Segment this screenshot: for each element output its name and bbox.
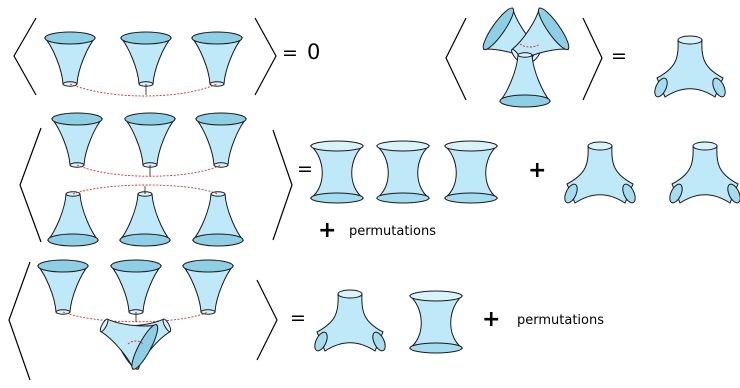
equals-sign: = [611,45,627,67]
three-holed-sphere [561,141,639,206]
connector-line [519,43,541,48]
angle-bracket-left [8,261,31,381]
angle-bracket-left [445,17,467,101]
inverted-trumpet-surface [192,191,244,247]
trumpet-surface [44,31,96,87]
trumpet-surface [182,259,234,315]
inverted-trumpet-surface [119,191,171,247]
three-holed-sphere [651,35,729,100]
trumpet-surface [37,259,89,315]
plus-sign: + [482,307,501,332]
trumpet-surface [124,112,176,168]
zero-value: 0 [307,40,321,64]
double-trumpet-surface [409,290,463,354]
three-holed-sphere [666,141,740,206]
equals-sign: = [290,307,306,329]
angle-bracket-left [19,127,42,243]
inverted-trumpet-surface [47,191,99,247]
equals-sign: = [297,158,313,180]
inverted-trumpet-surface [499,52,551,108]
angle-bracket-right [254,17,277,96]
connector-line [76,164,222,177]
trumpet-surface [120,31,172,87]
permutations-label: permutations [517,313,605,328]
connector-line [72,184,219,195]
tilted-trumpet-surface [89,301,163,373]
double-trumpet-surface [444,140,498,204]
angle-bracket-right [256,279,278,361]
angle-bracket-right [272,129,293,241]
equals-sign: = [282,42,298,64]
plus-sign: + [528,158,547,183]
angle-bracket-right [582,17,603,101]
permutations-label: permutations [349,224,437,239]
connector-line [69,83,218,97]
trumpet-surface [51,112,103,168]
plus-sign: + [318,218,337,243]
connector-line [62,311,209,323]
angle-bracket-left [13,17,37,96]
three-holed-sphere [311,289,389,354]
trumpet-surface [195,112,247,168]
double-trumpet-surface [376,140,430,204]
connector-line [127,340,144,345]
double-trumpet-surface [310,140,364,204]
trumpet-surface [191,31,243,87]
trumpet-surface [110,259,162,315]
